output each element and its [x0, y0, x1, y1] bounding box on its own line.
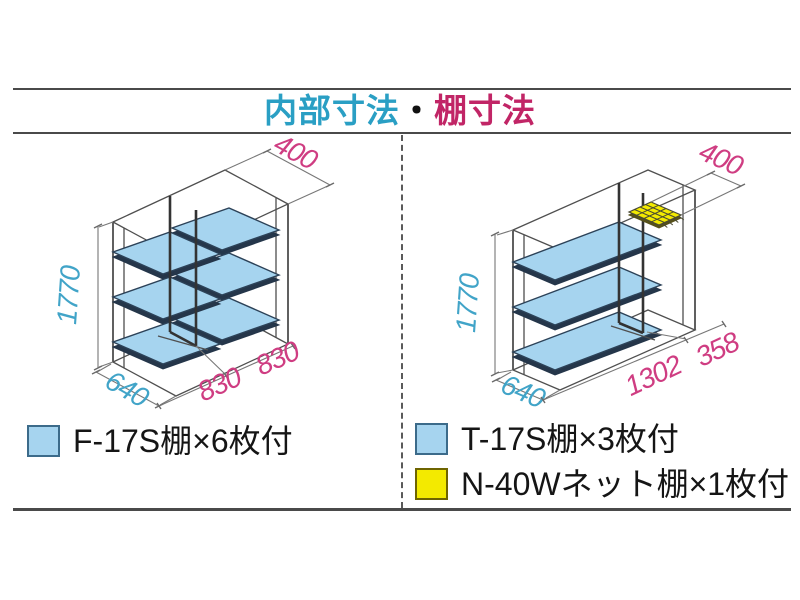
right-dim-640: 640	[491, 368, 561, 415]
right-legend-net-label: N-40Wネット棚×1枚付	[461, 466, 790, 502]
left-dim-width-right-label: 830	[251, 335, 305, 382]
left-center-pole	[157, 196, 209, 351]
right-wide-shelves	[511, 221, 663, 376]
right-legend-row-shelf: T-17S棚×3枚付	[415, 422, 679, 456]
shelf-board	[511, 311, 663, 371]
net-fringe	[661, 215, 685, 228]
shelf-board	[111, 276, 222, 320]
top-rule	[13, 88, 791, 90]
right-dim-net-depth-label: 400	[695, 135, 749, 182]
shelf-board	[111, 321, 222, 365]
right-dim-net-width-label: 358	[691, 326, 745, 373]
left-dim-1770: 1770	[51, 221, 114, 371]
right-legend-shelf-label: T-17S棚×3枚付	[461, 421, 679, 457]
right-dim-1770: 1770	[450, 229, 514, 377]
left-dim-depth-label: 640	[100, 364, 155, 413]
right-isometric-drawing: 400 1770 640	[450, 135, 748, 414]
right-dim-shelf-width-label: 1302	[620, 348, 687, 401]
left-dim-height-label: 1770	[51, 264, 86, 326]
shelf-board	[511, 221, 663, 281]
title-inner-dimensions: 内部寸法	[264, 92, 400, 129]
shelf-board	[511, 266, 663, 326]
blue-shelf-swatch	[27, 425, 60, 457]
left-left-column-shelves	[111, 231, 222, 370]
right-legend-row-net: N-40Wネット棚×1枚付	[415, 467, 789, 501]
title-underline-rule	[13, 132, 791, 134]
center-dashed-divider	[401, 135, 403, 508]
net-shelf	[627, 201, 685, 229]
left-isometric-drawing: 400 1770 640	[51, 128, 335, 414]
blue-shelf-swatch	[415, 423, 448, 455]
left-legend-row: F-17S棚×6枚付	[27, 424, 293, 458]
title-separator-dot: ・	[400, 92, 434, 129]
bottom-rule	[13, 508, 791, 511]
section-title: 内部寸法・棚寸法	[0, 90, 800, 132]
left-dim-400: 400	[224, 128, 335, 205]
left-pole-foot	[157, 335, 209, 351]
shelf-board	[170, 207, 281, 251]
shelf-board	[111, 231, 222, 275]
left-right-column-shelves	[170, 207, 281, 346]
title-shelf-dimensions: 棚寸法	[434, 92, 536, 129]
right-pole-foot	[610, 325, 656, 341]
left-dim-width-left-label: 830	[193, 361, 247, 408]
left-legend-label: F-17S棚×6枚付	[73, 423, 293, 459]
yellow-net-swatch	[415, 468, 448, 500]
left-dim-shelf-depth-label: 400	[269, 128, 323, 177]
right-dim-height-label: 1770	[450, 272, 485, 334]
